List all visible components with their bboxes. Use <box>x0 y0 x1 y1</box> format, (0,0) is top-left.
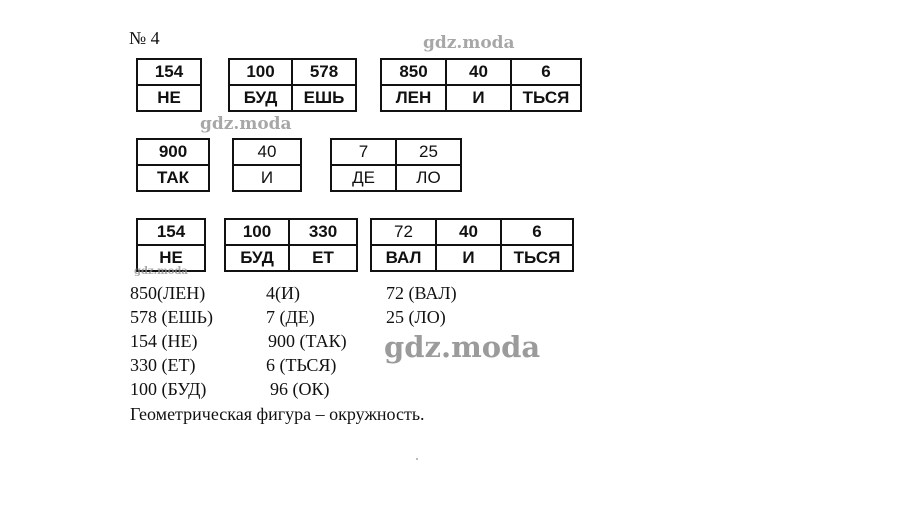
syllable: ЛО <box>416 168 441 187</box>
syllable: И <box>260 168 274 187</box>
number-value: 7 <box>332 140 395 166</box>
number-box-8: 100 БУД 330 ЕТ <box>224 218 358 272</box>
number-value: 100 <box>230 60 291 86</box>
answer-item: 578 (ЕШЬ) <box>130 307 213 327</box>
watermark: gdz.moda <box>200 114 292 134</box>
number-value: 72 <box>372 220 435 246</box>
answer-item: 4(И) <box>266 283 300 303</box>
syllable: ДЕ <box>352 168 375 187</box>
answer-item: 900 (ТАК) <box>268 331 347 351</box>
syllable: ТЬСЯ <box>513 248 561 267</box>
number-box-2: 100 БУД 578 ЕШЬ <box>228 58 357 112</box>
number-cell: 7 ДЕ <box>332 140 397 190</box>
number-value: 330 <box>290 220 356 246</box>
answer-item: 7 (ДЕ) <box>266 307 315 327</box>
watermark: gdz.moda <box>134 266 188 277</box>
number-cell: 154 НЕ <box>138 60 200 110</box>
number-box-9: 72 ВАЛ 40 И 6 ТЬСЯ <box>370 218 574 272</box>
conclusion-text: Геометрическая фигура – окружность. <box>130 404 425 424</box>
number-cell: 40 И <box>437 220 502 270</box>
number-box-5: 40 И <box>232 138 302 192</box>
answer-item: 850(ЛЕН) <box>130 283 206 303</box>
number-cell: 6 ТЬСЯ <box>502 220 572 270</box>
syllable: ЕШЬ <box>303 88 345 107</box>
number-cell: 40 И <box>234 140 300 190</box>
number-cell: 900 ТАК <box>138 140 208 190</box>
syllable: НЕ <box>157 88 181 107</box>
syllable: ЕТ <box>312 248 334 267</box>
number-value: 900 <box>138 140 208 166</box>
answer-item: 100 (БУД) <box>130 379 207 399</box>
watermark: gdz.moda <box>384 330 541 364</box>
number-value: 850 <box>382 60 445 86</box>
syllable: ТЬСЯ <box>522 88 570 107</box>
exercise-title: № 4 <box>129 28 160 48</box>
syllable: И <box>462 248 475 267</box>
number-cell: 578 ЕШЬ <box>293 60 355 110</box>
number-cell: 40 И <box>447 60 512 110</box>
number-value: 578 <box>293 60 355 86</box>
number-cell: 850 ЛЕН <box>382 60 447 110</box>
syllable: ВАЛ <box>385 248 422 267</box>
number-value: 25 <box>397 140 460 166</box>
answer-item: 6 (ТЬСЯ) <box>266 355 337 375</box>
syllable: И <box>472 88 485 107</box>
syllable: ТАК <box>157 168 189 187</box>
stray-dot <box>416 458 418 460</box>
answer-item: 72 (ВАЛ) <box>386 283 457 303</box>
number-box-4: 900 ТАК <box>136 138 210 192</box>
number-cell: 330 ЕТ <box>290 220 356 270</box>
number-value: 40 <box>437 220 500 246</box>
number-box-3: 850 ЛЕН 40 И 6 ТЬСЯ <box>380 58 582 112</box>
answer-item: 154 (НЕ) <box>130 331 198 351</box>
syllable: БУД <box>240 248 274 267</box>
syllable: БУД <box>243 88 278 107</box>
number-value: 40 <box>447 60 510 86</box>
syllable: ЛЕН <box>395 88 432 107</box>
number-value: 6 <box>502 220 572 246</box>
number-value: 154 <box>138 60 200 86</box>
number-box-7: 154 НЕ <box>136 218 206 272</box>
syllable: НЕ <box>159 248 183 267</box>
number-box-1: 154 НЕ <box>136 58 202 112</box>
number-cell: 100 БУД <box>226 220 290 270</box>
number-value: 6 <box>512 60 580 86</box>
number-cell: 72 ВАЛ <box>372 220 437 270</box>
number-cell: 25 ЛО <box>397 140 460 190</box>
number-value: 154 <box>138 220 204 246</box>
answer-item: 25 (ЛО) <box>386 307 446 327</box>
number-cell: 6 ТЬСЯ <box>512 60 580 110</box>
number-value: 40 <box>234 140 300 166</box>
answer-item: 330 (ЕТ) <box>130 355 196 375</box>
number-value: 100 <box>226 220 288 246</box>
number-cell: 154 НЕ <box>138 220 204 270</box>
watermark: gdz.moda <box>423 33 515 53</box>
number-box-6: 7 ДЕ 25 ЛО <box>330 138 462 192</box>
number-cell: 100 БУД <box>230 60 293 110</box>
answer-item: 96 (ОК) <box>270 379 330 399</box>
